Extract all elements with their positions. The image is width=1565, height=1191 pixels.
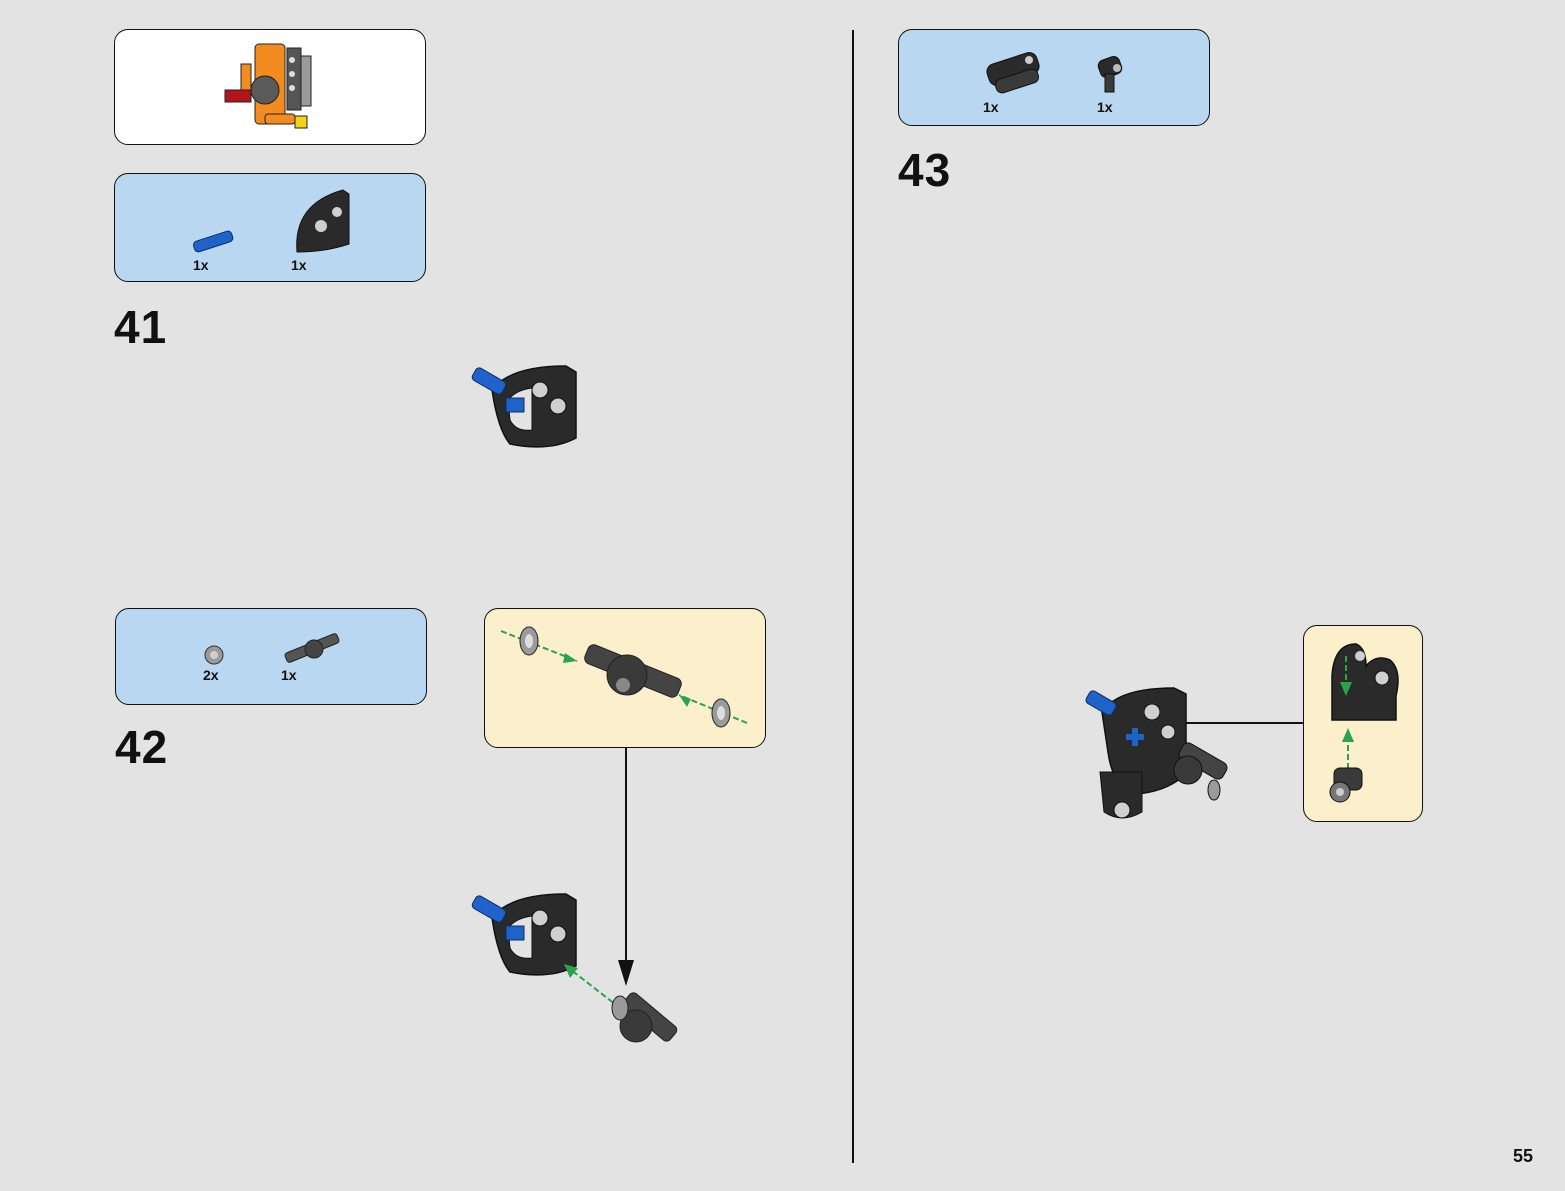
step-41-number: 41	[114, 301, 168, 353]
part-43-illustration	[986, 52, 1123, 94]
step-42-part-1-qty: 2x	[203, 667, 219, 683]
axle-connector-icon	[611, 992, 678, 1043]
step-41-model-illustration	[471, 365, 577, 448]
bush-right-icon	[711, 698, 731, 728]
axle-connector-icon	[584, 644, 682, 698]
step-42-number: 42	[115, 721, 169, 773]
step-42-model-illustration	[471, 893, 678, 1043]
callout-connector-arrow	[618, 748, 634, 986]
part-41-1-illustration	[192, 189, 350, 253]
sub-assembly-illustration	[500, 626, 748, 728]
step-42-sub-assembly-callout	[484, 608, 766, 748]
step-42-parts-list: 2x 1x	[115, 608, 427, 705]
step-41-part-1-qty: 1x	[193, 257, 209, 273]
part-42-illustration	[204, 633, 340, 665]
black-panel-icon	[296, 189, 350, 253]
step-43-parts-list: 1x 1x	[898, 29, 1210, 126]
bush-left-icon	[519, 626, 539, 656]
step-43-model-illustration	[1085, 687, 1228, 819]
axle-pin-connector-icon	[1097, 55, 1123, 93]
step-43-number: 43	[898, 144, 952, 196]
blue-axle-pin-icon	[192, 230, 234, 253]
step-43-part-2-qty: 1x	[1097, 99, 1113, 115]
grey-bush-icon	[204, 645, 224, 665]
step-43-part-1-qty: 1x	[983, 99, 999, 115]
previous-assembly-callout	[114, 29, 426, 145]
axle-connector-icon	[284, 633, 340, 663]
step-42-part-2-qty: 1x	[281, 667, 297, 683]
step-41-part-2-qty: 1x	[291, 257, 307, 273]
double-beam-icon	[986, 52, 1040, 94]
page-number: 55	[1513, 1146, 1534, 1166]
sub-assembly-43-illustration	[1329, 643, 1399, 803]
page-divider	[852, 30, 854, 1163]
step-41-parts-list: 1x 1x	[114, 173, 426, 282]
step-43-sub-assembly-callout	[1303, 625, 1423, 822]
orange-assembly-illustration	[224, 43, 312, 129]
